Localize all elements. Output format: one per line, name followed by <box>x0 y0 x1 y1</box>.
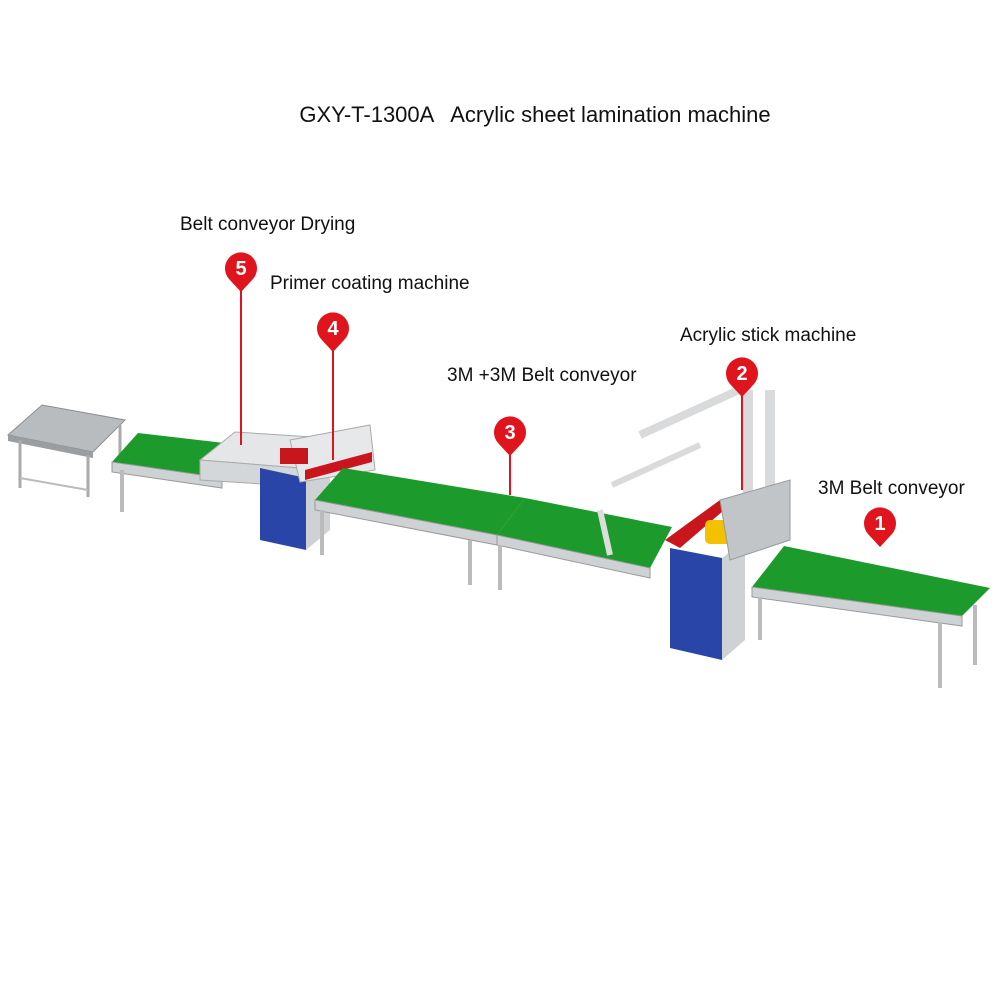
svg-text:1: 1 <box>874 513 885 535</box>
label-acrylic-stick-machine: Acrylic stick machine <box>680 325 857 346</box>
3m-3m-belt-conveyor <box>314 468 672 590</box>
svg-text:3: 3 <box>504 422 515 444</box>
marker-1: 1 <box>864 507 896 547</box>
marker-5: 5 <box>225 252 257 445</box>
svg-text:5: 5 <box>235 258 246 280</box>
marker-4: 4 <box>316 312 349 460</box>
3m-belt-conveyor <box>751 546 990 688</box>
label-3m-3m-belt-conveyor: 3M +3M Belt conveyor <box>447 365 637 386</box>
work-table <box>6 404 127 497</box>
label-3m-belt-conveyor: 3M Belt conveyor <box>818 478 965 499</box>
diagram-title: GXY-T-1300A Acrylic sheet lamination mac… <box>299 102 771 127</box>
acrylic-stick-machine <box>610 381 791 660</box>
label-belt-conveyor-drying: Belt conveyor Drying <box>180 214 356 235</box>
svg-text:2: 2 <box>736 363 747 385</box>
marker-3: 3 <box>493 416 526 495</box>
svg-text:4: 4 <box>327 318 339 340</box>
label-primer-coating-machine: Primer coating machine <box>270 273 470 294</box>
marker-2: 2 <box>725 357 759 490</box>
